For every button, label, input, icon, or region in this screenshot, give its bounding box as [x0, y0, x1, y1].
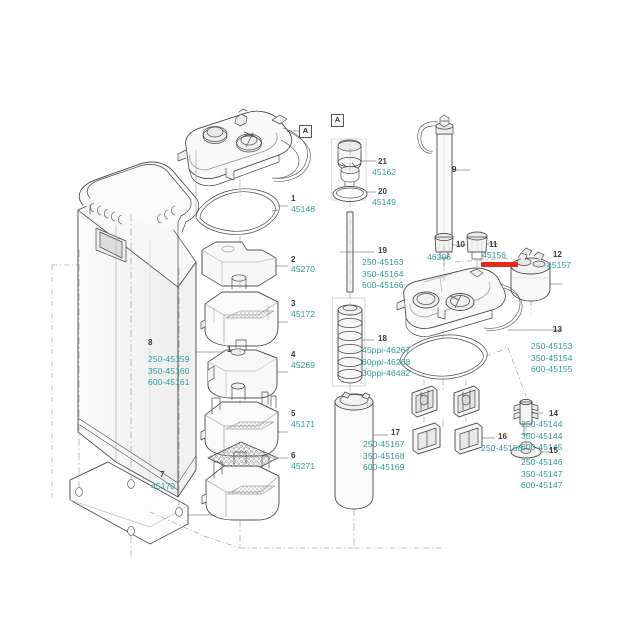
part-index-1: 1 [227, 345, 232, 354]
part-index-9: 9 [452, 165, 457, 174]
part-number-12: 45157 [547, 260, 572, 270]
part-index-20: 20 [378, 187, 387, 196]
part-number-17: 250-45167 350-45168 600-45169 [363, 439, 405, 472]
part-index-2: 2 [291, 255, 296, 264]
part-number-8: 250-45159 350-45160 600-45161 [148, 354, 190, 387]
part-index-19: 19 [378, 246, 387, 255]
part-index-14: 14 [549, 409, 558, 418]
part-number-13: 250-45153 350-45154 600-45155 [531, 341, 573, 374]
part-number-6: 45271 [291, 461, 316, 471]
part-index-4: 4 [291, 350, 296, 359]
part-number-16: 250-45158 [481, 443, 523, 453]
part-index-12: 12 [553, 250, 562, 259]
part-number-7: 45170 [151, 481, 176, 491]
marker-a-right: A [331, 114, 344, 127]
part-number-21: 45162 [372, 167, 397, 177]
part-number-10: 46206 [427, 252, 452, 262]
part-number-5: 45171 [291, 419, 316, 429]
part-index-16: 16 [498, 432, 507, 441]
part-index-18: 18 [378, 334, 387, 343]
part-index-8: 8 [148, 338, 153, 347]
part-number-18: 45ppi-46267 60ppi-46268 30ppi-46482 [362, 345, 411, 378]
part-index-15: 15 [549, 446, 558, 455]
marker-a-left: A [299, 125, 312, 138]
part-number-4: 45269 [291, 360, 316, 370]
part-index-5: 5 [291, 409, 296, 418]
part-index-11: 11 [489, 240, 498, 249]
part-number-1: 45148 [291, 204, 316, 214]
part-number-20: 45149 [372, 197, 397, 207]
part-number-14: 250-45144 350-45144 600-45145 [521, 419, 563, 452]
part-index-17: 17 [391, 428, 400, 437]
part-number-11: 45156 [482, 250, 507, 260]
part-index-1b: 1 [291, 194, 296, 203]
part-number-15: 250-45146 350-45147 600-45147 [521, 457, 563, 490]
part-index-3: 3 [291, 299, 296, 308]
part-index-6: 6 [291, 451, 296, 460]
part-number-3: 45172 [291, 309, 316, 319]
highlight-bar-part-11 [481, 262, 518, 267]
part-index-10: 10 [456, 240, 465, 249]
part-index-13: 13 [553, 325, 562, 334]
part-number-19: 250-45163 350-45164 600-45166 [362, 257, 404, 290]
part-index-21: 21 [378, 157, 387, 166]
part-number-2: 45270 [291, 264, 316, 274]
part-index-7: 7 [160, 470, 165, 479]
